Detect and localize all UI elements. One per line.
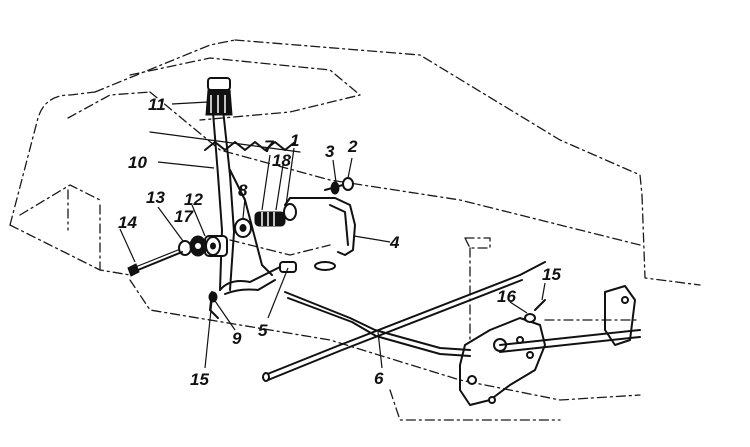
pivot-bracket [284, 197, 356, 271]
tractor-body-outline [9, 39, 701, 421]
callout-13: 13 [146, 188, 165, 207]
callout-4: 4 [389, 233, 400, 252]
pin-15-16 [524, 299, 546, 323]
callout-11: 11 [148, 95, 166, 114]
callout-5: 5 [258, 321, 268, 340]
callout-1: 1 [290, 131, 299, 150]
callout-16: 16 [497, 287, 516, 306]
shift-rod [262, 261, 546, 382]
lower-link [208, 261, 297, 319]
washer-8 [234, 218, 252, 238]
shift-lever [211, 99, 273, 291]
pivot-parts [178, 235, 228, 257]
spring-assembly [254, 203, 297, 227]
callout-2: 2 [347, 137, 358, 156]
callout-15-left: 15 [190, 370, 209, 389]
callout-9: 9 [232, 329, 242, 348]
leader-lines [119, 101, 546, 369]
callout-17: 17 [174, 207, 194, 226]
callout-14: 14 [118, 213, 137, 232]
bolt-14 [127, 249, 183, 277]
callout-3: 3 [325, 142, 335, 161]
callout-18: 18 [272, 151, 291, 170]
callout-labels: 11 10 7 1 18 3 2 8 13 12 17 14 4 9 5 15 … [118, 95, 561, 389]
transmission-bracket [459, 285, 641, 406]
callout-12: 12 [184, 190, 203, 209]
callout-15-right: 15 [542, 265, 561, 284]
callout-6: 6 [374, 369, 384, 388]
callout-10: 10 [128, 153, 147, 172]
callout-7: 7 [264, 137, 275, 156]
callout-8: 8 [238, 181, 248, 200]
sector-plate [149, 131, 301, 153]
shift-knob [205, 77, 233, 116]
